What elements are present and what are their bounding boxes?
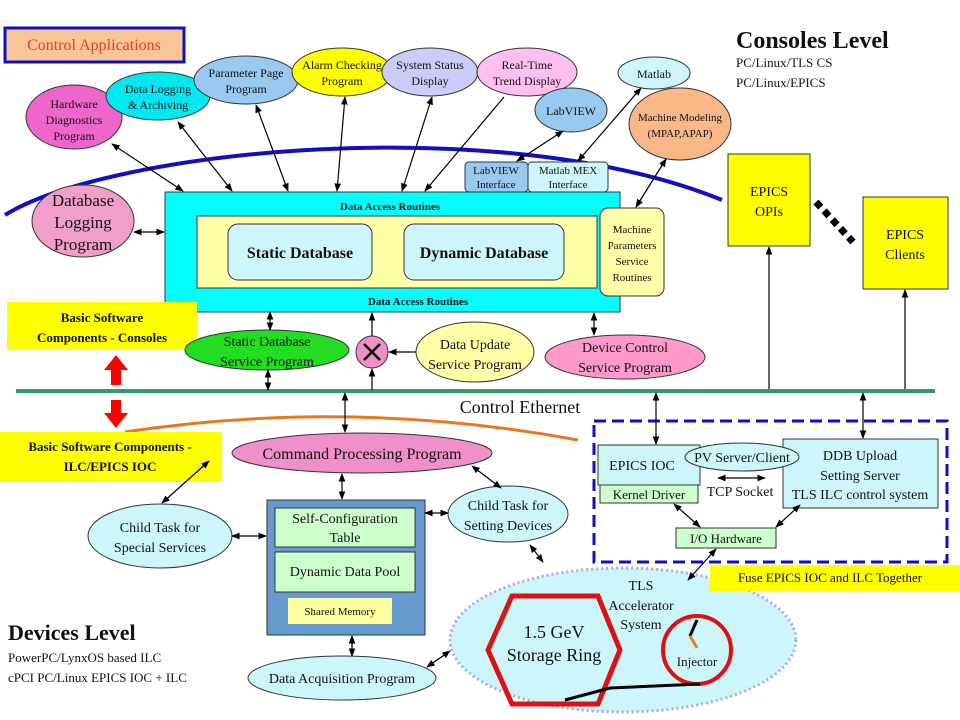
static-database[interactable]: Static Database xyxy=(227,223,373,281)
svg-text:Control Applications: Control Applications xyxy=(27,37,161,54)
consoles-level-title: Consoles Level xyxy=(736,28,889,54)
svg-text:Dynamic Data Pool: Dynamic Data Pool xyxy=(290,565,401,580)
svg-text:I/O Hardware: I/O Hardware xyxy=(690,531,762,546)
io-hardware[interactable]: I/O Hardware xyxy=(675,527,777,549)
app-matlab[interactable]: Matlab xyxy=(617,56,691,90)
control-applications-label: Control Applications xyxy=(3,26,186,64)
ellipsis-connector xyxy=(813,199,856,245)
svg-text:Machine Modeling(MPAP,APAP): Machine Modeling(MPAP,APAP) xyxy=(638,112,723,140)
connectors xyxy=(111,87,909,668)
multiplexer-x-icon xyxy=(355,335,389,369)
epics-ioc[interactable]: EPICS IOC xyxy=(597,444,701,486)
ioc-components-label: Basic Software Components -ILC/EPICS IOC xyxy=(0,432,222,482)
transfer-line xyxy=(564,682,701,702)
devices-level-title: Devices Level xyxy=(8,620,136,645)
svg-text:EPICS IOC: EPICS IOC xyxy=(609,459,675,474)
control-ethernet-label: Control Ethernet xyxy=(460,397,580,417)
svg-text:Matlab: Matlab xyxy=(637,67,671,81)
svg-text:Dynamic Database: Dynamic Database xyxy=(420,245,548,262)
fuse-label: Fuse EPICS IOC and ILC Together xyxy=(710,565,960,591)
pv-server-client[interactable]: PV Server/Client xyxy=(684,442,800,472)
svg-text:Command Processing Program: Command Processing Program xyxy=(262,446,462,463)
kernel-driver[interactable]: Kernel Driver xyxy=(599,484,699,504)
svg-text:LabVIEW: LabVIEW xyxy=(546,104,597,118)
command-processing-program[interactable]: Command Processing Program xyxy=(231,432,493,474)
svg-text:Data Access Routines: Data Access Routines xyxy=(340,201,441,213)
svg-text:Data Acquisition Program: Data Acquisition Program xyxy=(269,672,415,687)
svg-text:Data Logging& Archiving: Data Logging& Archiving xyxy=(125,82,191,112)
fuse-boundary xyxy=(592,419,949,564)
svg-text:Injector: Injector xyxy=(677,654,718,669)
svg-text:Fuse EPICS IOC and ILC Togethe: Fuse EPICS IOC and ILC Together xyxy=(738,570,923,585)
svg-text:Basic Software Components -ILC: Basic Software Components -ILC/EPICS IOC xyxy=(28,439,191,474)
svg-text:PV Server/Client: PV Server/Client xyxy=(694,451,790,466)
dynamic-database[interactable]: Dynamic Database xyxy=(403,223,565,281)
app-machine-modeling[interactable]: Machine Modeling(MPAP,APAP) xyxy=(628,87,732,161)
svg-text:Data Access Routines: Data Access Routines xyxy=(368,296,469,308)
ioc-boundary-arc xyxy=(124,415,579,442)
dynamic-data-pool[interactable]: Dynamic Data Pool xyxy=(274,551,416,593)
shared-memory-label: Shared Memory xyxy=(304,606,376,618)
red-down-arrow-icon xyxy=(104,400,128,428)
svg-text:Static Database: Static Database xyxy=(247,245,353,262)
tcp-socket-label: TCP Socket xyxy=(707,485,774,500)
svg-text:Kernel Driver: Kernel Driver xyxy=(613,487,686,502)
red-up-arrow-icon xyxy=(104,355,128,385)
app-labview[interactable]: LabVIEW xyxy=(534,87,608,133)
data-acquisition-program[interactable]: Data Acquisition Program xyxy=(247,655,437,701)
